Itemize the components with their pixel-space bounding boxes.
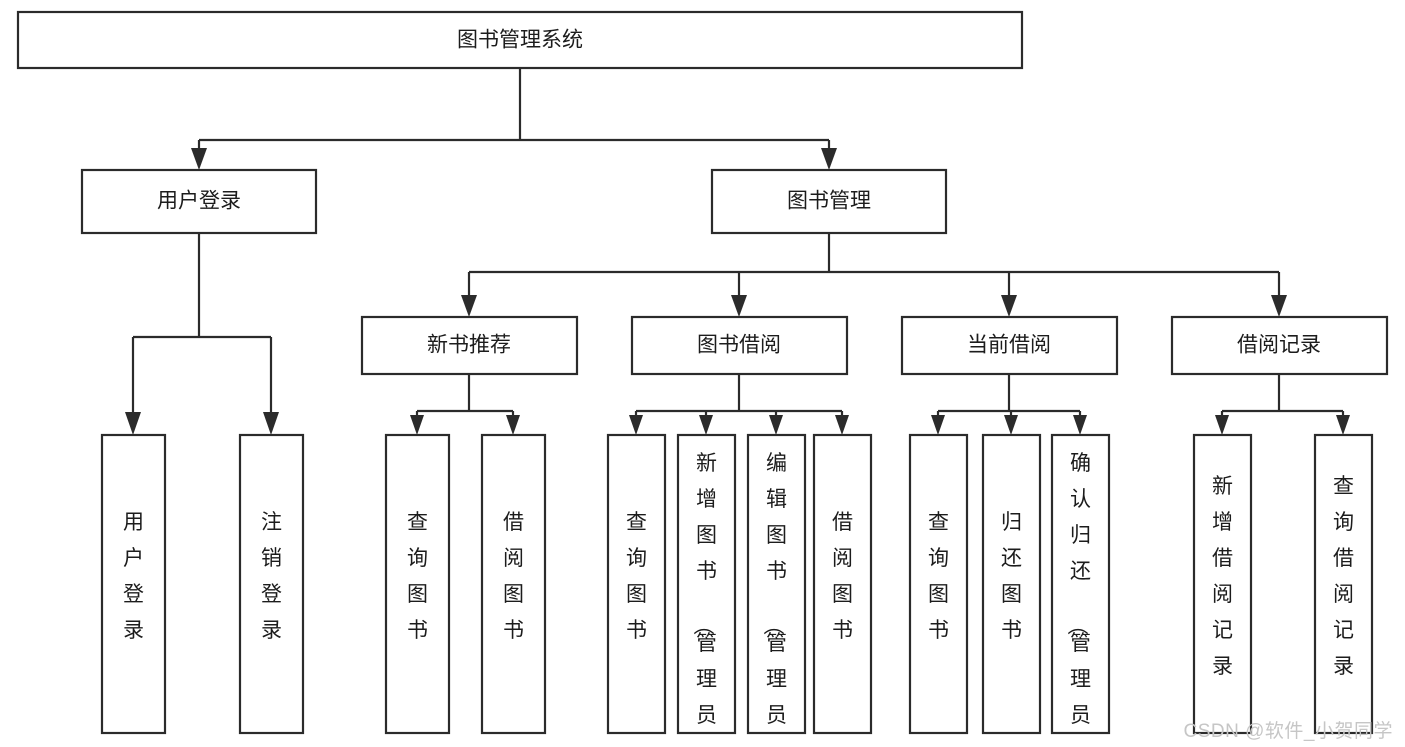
leaf-node[interactable]: 归还图书 (981, 433, 1042, 735)
node-new-book-recommend-box[interactable] (360, 315, 579, 376)
arrow-bookmanage-to-record (1271, 295, 1287, 317)
leaf-node[interactable]: 查询图书 (384, 433, 451, 735)
node-book-manage-label: 图书管理 (787, 190, 871, 213)
node-user-login-label: 用户登录 (157, 190, 241, 213)
leaf-node[interactable]: 确认归还（管理员） (1050, 433, 1111, 747)
node-borrow-record-label: 借阅记录 (1237, 334, 1321, 357)
node-book-manage[interactable]: 图书管理 (710, 168, 948, 235)
node-current-borrow-box[interactable] (900, 315, 1119, 376)
arrow-borrow-to-leaf1 (629, 415, 643, 435)
arrow-userlogin-to-leaf1 (125, 412, 141, 435)
arrow-record-to-leaf2 (1336, 415, 1350, 435)
leaf-node-label: 查询借阅记录 (1333, 475, 1354, 678)
leaf-node-label: 确认归还（管理员） (1065, 452, 1091, 747)
leaf-node[interactable]: 借阅图书 (812, 433, 873, 735)
leaf-node-label: 查询图书 (626, 511, 647, 642)
arrow-current-to-leaf3 (1073, 415, 1087, 435)
node-borrow-record-box[interactable] (1170, 315, 1389, 376)
node-book-borrow[interactable]: 图书借阅 (630, 315, 849, 376)
leaf-node-label: 注销登录 (261, 511, 282, 642)
leaf-node-label: 归还图书 (1001, 511, 1022, 642)
node-root-box[interactable] (16, 10, 1024, 70)
leaf-node-box[interactable] (981, 433, 1042, 735)
leaf-node-label: 借阅图书 (832, 511, 853, 642)
arrow-borrow-to-leaf3 (769, 415, 783, 435)
node-user-login-box[interactable] (80, 168, 318, 235)
leaf-node[interactable]: 查询图书 (606, 433, 667, 735)
node-new-book-recommend[interactable]: 新书推荐 (360, 315, 579, 376)
csdn-watermark: CSDN @软件_小贺同学 (1183, 721, 1393, 742)
leaf-node[interactable]: 查询图书 (908, 433, 969, 735)
node-root[interactable]: 图书管理系统 (16, 10, 1024, 70)
arrow-root-to-user-login (191, 148, 207, 170)
node-current-borrow[interactable]: 当前借阅 (900, 315, 1119, 376)
arrow-current-to-leaf2 (1004, 415, 1018, 435)
node-book-manage-box[interactable] (710, 168, 948, 235)
leaf-node-label: 编辑图书（管理员） (761, 452, 787, 747)
connector-layer (125, 68, 1350, 435)
leaf-node-box[interactable] (1192, 433, 1253, 735)
leaf-node[interactable]: 借阅图书 (480, 433, 547, 735)
leaf-node[interactable]: 新增图书（管理员） (676, 433, 737, 747)
leaf-node[interactable]: 用户登录 (100, 433, 167, 735)
arrow-recommend-to-leaf2 (506, 415, 520, 435)
leaf-node-box[interactable] (100, 433, 167, 735)
arrow-bookmanage-to-current (1001, 295, 1017, 317)
arrow-root-to-book-manage (821, 148, 837, 170)
leaf-node-label: 借阅图书 (503, 511, 524, 642)
leaf-node-box[interactable] (238, 433, 305, 735)
leaf-node-label: 新增借阅记录 (1212, 475, 1233, 678)
node-current-borrow-label: 当前借阅 (967, 334, 1051, 357)
node-user-login[interactable]: 用户登录 (80, 168, 318, 235)
leaf-node-box[interactable] (676, 433, 737, 735)
leaf-node-label: 用户登录 (123, 511, 144, 642)
leaf-node-box[interactable] (384, 433, 451, 735)
arrow-borrow-to-leaf2 (699, 415, 713, 435)
arrow-bookmanage-to-recommend (461, 295, 477, 317)
leaf-node-box[interactable] (606, 433, 667, 735)
node-book-borrow-box[interactable] (630, 315, 849, 376)
leaf-node[interactable]: 新增借阅记录 (1192, 433, 1253, 735)
leaf-node-box[interactable] (1050, 433, 1111, 735)
leaf-node[interactable]: 查询借阅记录 (1313, 433, 1374, 735)
arrow-userlogin-to-leaf2 (263, 412, 279, 435)
leaf-node-box[interactable] (480, 433, 547, 735)
leaf-node-label: 查询图书 (928, 511, 949, 642)
leaf-node-box[interactable] (812, 433, 873, 735)
leaf-node[interactable]: 编辑图书（管理员） (746, 433, 807, 747)
leaf-node-box[interactable] (908, 433, 969, 735)
leaf-node-layer: 用户登录 注销登录 查询图书 借阅图书 查询图书 新增图书（管理员） 编辑图书（管理员） 借阅… (100, 433, 1374, 747)
leaf-node[interactable]: 注销登录 (238, 433, 305, 735)
node-book-borrow-label: 图书借阅 (697, 334, 781, 357)
leaf-node-box[interactable] (746, 433, 807, 735)
node-new-book-recommend-label: 新书推荐 (427, 334, 511, 357)
arrow-borrow-to-leaf4 (835, 415, 849, 435)
node-root-label: 图书管理系统 (457, 29, 583, 52)
leaf-node-label: 查询图书 (407, 511, 428, 642)
arrow-current-to-leaf1 (931, 415, 945, 435)
arrow-record-to-leaf1 (1215, 415, 1229, 435)
arrow-bookmanage-to-borrow (731, 295, 747, 317)
leaf-node-label: 新增图书（管理员） (691, 452, 717, 747)
leaf-node-box[interactable] (1313, 433, 1374, 735)
node-borrow-record[interactable]: 借阅记录 (1170, 315, 1389, 376)
arrow-recommend-to-leaf1 (410, 415, 424, 435)
